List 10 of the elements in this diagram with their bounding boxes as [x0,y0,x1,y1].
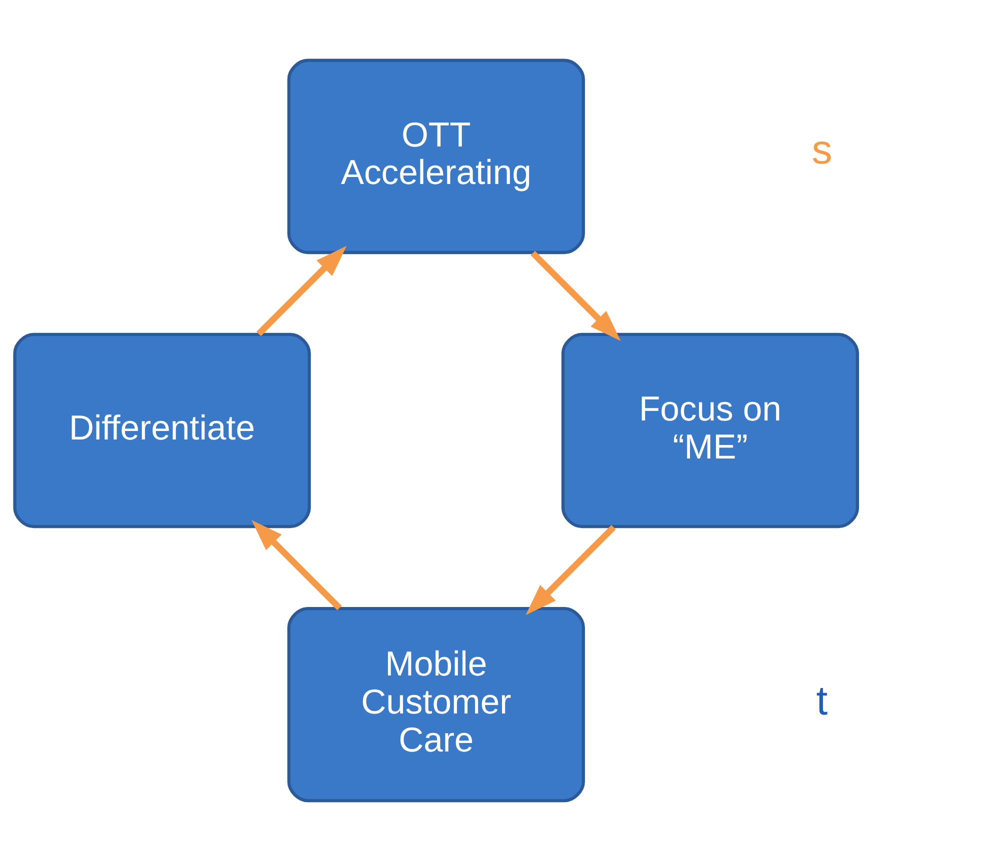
node-box: Focus on “ME” [561,332,860,528]
arrow [252,520,342,610]
arrow [526,524,616,616]
arrow [530,250,621,342]
node-box: Differentiate [13,332,311,528]
node-box: Mobile Customer Care [287,607,585,802]
node-box: OTT Accelerating [287,58,585,254]
arrow [256,246,347,336]
label: s [812,126,832,172]
label: t [816,677,828,724]
